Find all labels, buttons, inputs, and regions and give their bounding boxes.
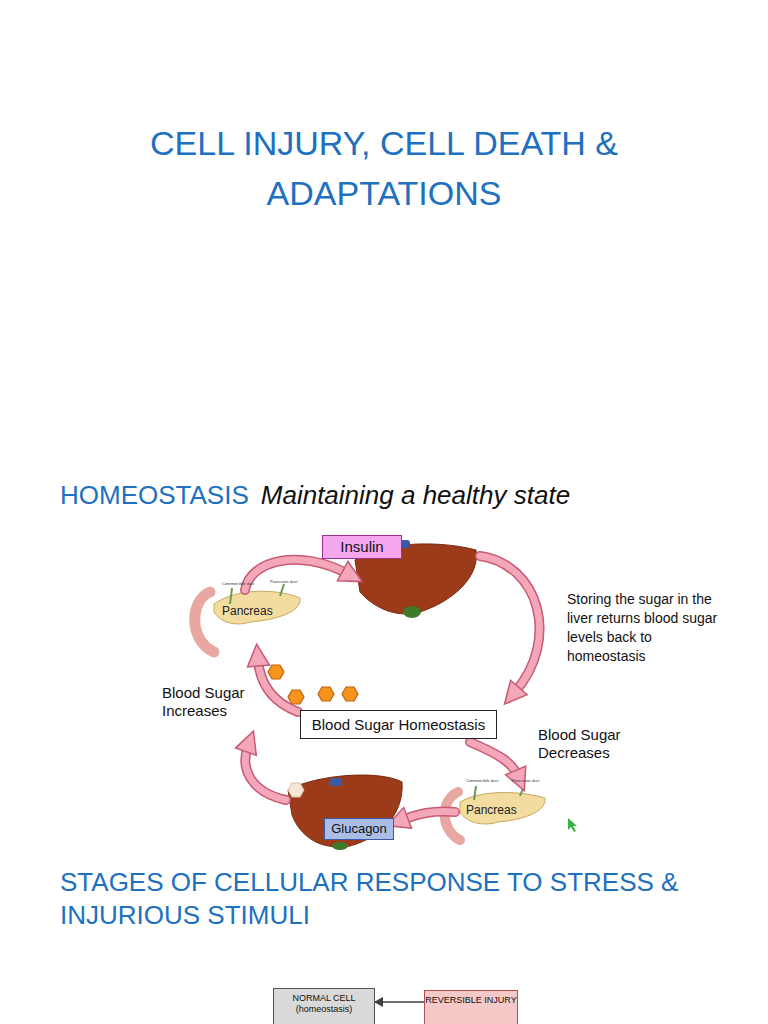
organ-label: Pancreas bbox=[466, 803, 536, 817]
bile-duct bbox=[474, 786, 524, 800]
connector-arrow bbox=[375, 1001, 424, 1003]
vessel bbox=[330, 778, 342, 786]
duodenum bbox=[195, 592, 214, 652]
section-heading: HOMEOSTASIS bbox=[60, 480, 249, 511]
note-text: Storing the sugar in the liver returns b… bbox=[567, 590, 722, 666]
hormone-box: Insulin bbox=[322, 535, 402, 559]
section-subtitle: Maintaining a healthy state bbox=[261, 480, 570, 511]
faded-hexagon bbox=[288, 783, 304, 797]
node-text: Insulin bbox=[340, 538, 383, 556]
gallbladder bbox=[403, 606, 421, 618]
duct-label: Pancreatic duct bbox=[512, 779, 546, 784]
cycle-arrows bbox=[245, 556, 540, 820]
node-text: Glucagon bbox=[331, 821, 387, 837]
organ-label: Pancreas bbox=[222, 604, 292, 618]
duct-label: Common bile duct bbox=[466, 779, 506, 784]
section-heading: STAGES OF CELLULAR RESPONSE TO STRESS & … bbox=[60, 866, 750, 931]
state-box: Blood Sugar Homeostasis bbox=[300, 710, 497, 739]
pancreas bbox=[214, 591, 300, 624]
node-text: Blood Sugar Homeostasis bbox=[312, 716, 485, 734]
node-text: REVERSIBLE INJURY bbox=[425, 995, 516, 1006]
note-text: Blood Sugar Decreases bbox=[538, 726, 638, 762]
note-text: Blood Sugar Increases bbox=[162, 684, 257, 720]
cursor bbox=[568, 818, 577, 832]
stage-box: REVERSIBLE INJURY bbox=[424, 990, 518, 1024]
node-text: NORMAL CELL (homeostasis) bbox=[274, 993, 374, 1015]
duct-label: Pancreatic duct bbox=[270, 580, 304, 585]
duct-label: Common bile duct bbox=[222, 582, 262, 587]
bile-duct bbox=[230, 584, 284, 604]
gallbladder bbox=[332, 842, 348, 850]
hormone-box: Glucagon bbox=[324, 818, 394, 840]
stage-box: NORMAL CELL (homeostasis) bbox=[273, 988, 375, 1024]
liver bbox=[288, 775, 402, 847]
slide-title: CELL INJURY, CELL DEATH & ADAPTATIONS bbox=[34, 118, 734, 218]
pancreas bbox=[460, 793, 545, 824]
